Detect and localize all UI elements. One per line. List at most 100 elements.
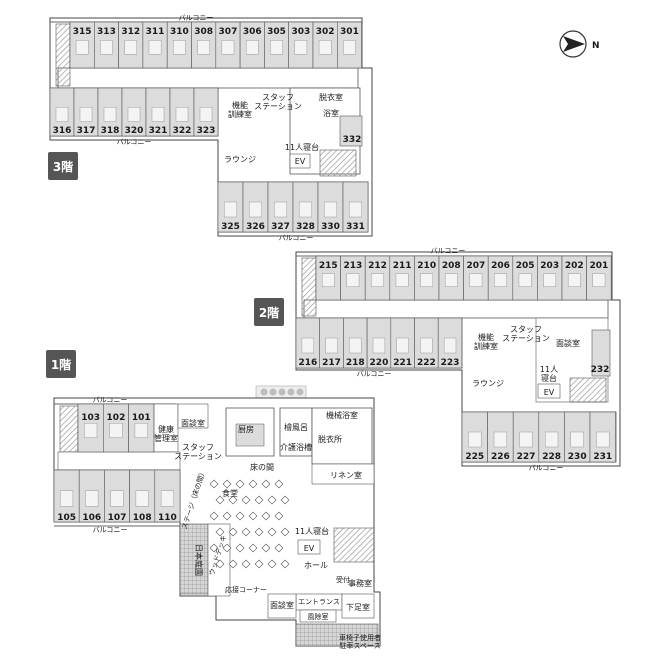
- dining-table-icon: [222, 543, 232, 553]
- room-number: 331: [346, 222, 365, 232]
- shared-room-label: 11人寝台: [540, 365, 558, 383]
- bed-icon: [420, 337, 433, 354]
- bed-icon: [151, 106, 165, 122]
- room-number: 101: [132, 413, 151, 423]
- floor-1: 1階 坪庭: [46, 350, 381, 650]
- bed-icon: [567, 273, 581, 288]
- staff-station-label: スタッフステーション: [502, 325, 550, 343]
- bed-icon: [468, 431, 482, 448]
- dining-table-icon: [267, 527, 277, 537]
- elevator-label: EV: [295, 157, 306, 166]
- bed-icon: [324, 201, 337, 218]
- bed-icon: [148, 40, 162, 55]
- bed-icon: [109, 423, 123, 438]
- bed-icon: [197, 40, 210, 55]
- north-label: N: [592, 41, 600, 51]
- bed-icon: [318, 40, 332, 55]
- dining-table-icon: [274, 511, 284, 521]
- guest-room: [537, 255, 563, 301]
- interview-room-label: 面談室: [556, 338, 580, 348]
- balcony-label: バルコニー: [179, 14, 214, 22]
- room-number: 232: [591, 365, 610, 375]
- dining-table-icon: [241, 527, 251, 537]
- bed-icon: [570, 431, 584, 448]
- floor-2-label: 2階: [259, 305, 279, 320]
- bed-icon: [100, 40, 113, 55]
- tokonoma-label: 床の間: [250, 462, 274, 472]
- dining-table-icon: [267, 559, 277, 569]
- dining-table-icon: [241, 559, 251, 569]
- dining-table-icon: [261, 511, 271, 521]
- bed-icon: [173, 40, 186, 55]
- room-number: 330: [321, 222, 340, 232]
- room-number: 311: [146, 27, 165, 37]
- interview-room-2-label: 面談室: [270, 600, 294, 610]
- bed-icon: [372, 337, 386, 354]
- balcony-label: バルコニー: [117, 138, 152, 146]
- dining-table-icon: [261, 479, 271, 489]
- bed-icon: [371, 273, 384, 288]
- hinoki-bath-label: 檜風呂: [284, 422, 308, 432]
- dining-table-icon: [222, 479, 232, 489]
- bed-icon: [270, 40, 283, 55]
- balcony-label: バルコニー: [357, 370, 392, 378]
- bed-icon: [84, 423, 98, 438]
- room-number: 228: [542, 452, 561, 462]
- lobby-corner-label: 応接コーナー: [225, 585, 267, 594]
- bed-icon: [349, 337, 362, 354]
- bed-icon: [221, 40, 235, 55]
- room-number: 210: [417, 261, 436, 271]
- bed-icon: [592, 273, 606, 288]
- room-number: 315: [73, 27, 92, 37]
- bed-icon: [443, 337, 457, 354]
- room-number: 213: [344, 261, 363, 271]
- bed-icon: [55, 106, 69, 122]
- bed-icon: [346, 273, 360, 288]
- bed-icon: [349, 201, 362, 218]
- bed-icon: [321, 273, 335, 288]
- bed-icon: [343, 40, 356, 55]
- shared-room-label: 11人寝台: [295, 526, 329, 536]
- guest-room: [142, 21, 168, 69]
- room-number: 318: [101, 126, 120, 136]
- room-number: 313: [97, 27, 116, 37]
- bed-icon: [274, 201, 287, 218]
- dining-table-icon: [235, 511, 245, 521]
- bed-icon: [545, 431, 559, 448]
- room-number: 225: [465, 452, 484, 462]
- office-label: 事務室: [348, 578, 372, 588]
- balcony-label: バルコニー: [93, 396, 128, 404]
- dining-table-icon: [228, 559, 238, 569]
- parking-label: 車椅子使用者駐車スペース: [339, 633, 381, 650]
- room-number: 332: [343, 135, 362, 145]
- bed-icon: [60, 490, 74, 507]
- bed-icon: [325, 337, 338, 354]
- room-number: 308: [194, 27, 213, 37]
- room-number: 310: [170, 27, 189, 37]
- bed-icon: [299, 201, 312, 218]
- dining-table-icon: [254, 559, 264, 569]
- room-number: 301: [340, 27, 359, 37]
- room-number: 106: [82, 513, 101, 523]
- dining-table-icon: [248, 511, 258, 521]
- bed-icon: [103, 106, 117, 122]
- guest-room: [364, 255, 391, 301]
- room-number: 227: [517, 452, 536, 462]
- linen-room-label: リネン室: [330, 470, 362, 480]
- dining-table-icon: [274, 543, 284, 553]
- room-number: 325: [221, 222, 240, 232]
- room-number: 322: [173, 126, 192, 136]
- bed-icon: [134, 423, 148, 438]
- dining-table-icon: [248, 543, 258, 553]
- reception-label: 受付: [336, 575, 350, 584]
- room-number: 306: [243, 27, 262, 37]
- dining-table-icon: [280, 527, 290, 537]
- dressing-room-label: 脱衣所: [318, 434, 342, 444]
